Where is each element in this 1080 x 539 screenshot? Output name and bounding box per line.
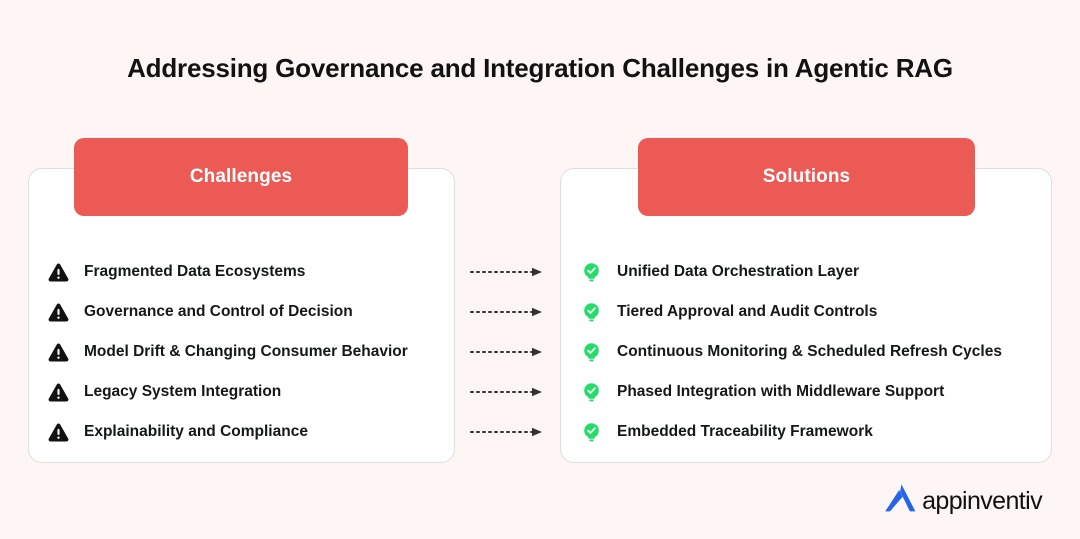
list-item: Model Drift & Changing Consumer Behavior <box>46 332 446 372</box>
list-item: Tiered Approval and Audit Controls <box>579 292 1044 332</box>
solutions-list: Unified Data Orchestration Layer Tiered … <box>579 252 1044 452</box>
list-item: Explainability and Compliance <box>46 412 446 452</box>
list-item-label: Model Drift & Changing Consumer Behavior <box>84 343 408 360</box>
lightbulb-check-icon <box>579 340 603 364</box>
challenges-card <box>28 168 455 463</box>
solutions-header-label: Solutions <box>762 166 851 187</box>
lightbulb-check-icon <box>579 300 603 324</box>
connector-arrow <box>470 252 548 292</box>
page-title: Addressing Governance and Integration Ch… <box>127 53 953 83</box>
list-item-label: Governance and Control of Decision <box>84 303 353 320</box>
list-item: Embedded Traceability Framework <box>579 412 1044 452</box>
list-item: Continuous Monitoring & Scheduled Refres… <box>579 332 1044 372</box>
list-item: Governance and Control of Decision <box>46 292 446 332</box>
list-item-label: Embedded Traceability Framework <box>617 423 873 440</box>
list-item: Phased Integration with Middleware Suppo… <box>579 372 1044 412</box>
warning-triangle-icon <box>46 260 70 284</box>
list-item: Fragmented Data Ecosystems <box>46 252 446 292</box>
connector-arrow <box>470 292 548 332</box>
list-item-label: Explainability and Compliance <box>84 423 308 440</box>
connector-arrow <box>470 372 548 412</box>
lightbulb-check-icon <box>579 260 603 284</box>
list-item-label: Continuous Monitoring & Scheduled Refres… <box>617 343 1002 360</box>
list-item-label: Legacy System Integration <box>84 383 282 400</box>
list-item: Unified Data Orchestration Layer <box>579 252 1044 292</box>
solutions-card <box>560 168 1052 463</box>
connector-arrow <box>470 332 548 372</box>
warning-triangle-icon <box>46 420 70 444</box>
solutions-header-pill: Solutions <box>638 138 975 216</box>
warning-triangle-icon <box>46 340 70 364</box>
appinventiv-a-mark-icon <box>884 482 918 519</box>
list-item-label: Tiered Approval and Audit Controls <box>617 303 878 320</box>
list-item-label: Unified Data Orchestration Layer <box>617 263 860 280</box>
challenges-list: Fragmented Data Ecosystems Governance an… <box>46 252 446 452</box>
warning-triangle-icon <box>46 380 70 404</box>
challenges-header-pill: Challenges <box>74 138 408 216</box>
lightbulb-check-icon <box>579 380 603 404</box>
list-item: Legacy System Integration <box>46 372 446 412</box>
lightbulb-check-icon <box>579 420 603 444</box>
challenges-header-label: Challenges <box>189 166 293 187</box>
brand-logo: appinventiv <box>884 482 1043 519</box>
list-item-label: Fragmented Data Ecosystems <box>84 263 306 280</box>
connector-arrows <box>470 252 548 452</box>
brand-logo-text: appinventiv <box>922 486 1042 515</box>
list-item-label: Phased Integration with Middleware Suppo… <box>617 383 945 400</box>
connector-arrow <box>470 412 548 452</box>
warning-triangle-icon <box>46 300 70 324</box>
